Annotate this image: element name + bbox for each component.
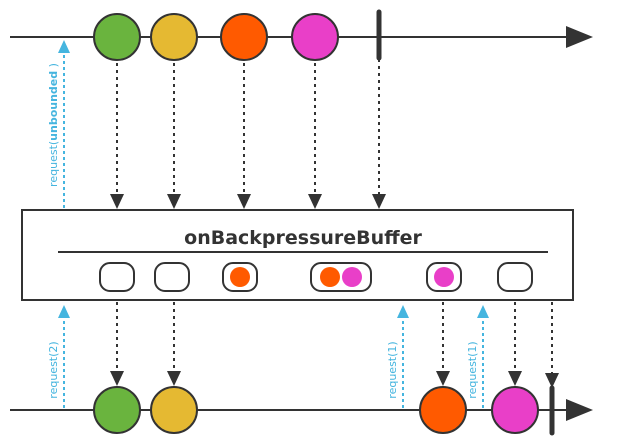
request-arrowhead-icon (58, 40, 70, 53)
operator-box: onBackpressureBuffer (21, 209, 574, 301)
operator-title: onBackpressureBuffer (184, 227, 422, 249)
upstream-complete-arrow (372, 59, 386, 209)
buffer-states (99, 262, 533, 292)
downstream-arrow-4 (508, 302, 522, 386)
upstream-arrow-3 (237, 63, 251, 209)
buffer-slot (99, 262, 135, 292)
arrowhead-icon (237, 194, 251, 209)
request-arrow-3: request(1) (386, 305, 409, 408)
upstream-timeline (10, 9, 593, 61)
downstream-yellow-item (150, 386, 198, 434)
request-arrow-2: request(2) (47, 305, 70, 408)
downstream-complete-arrow (545, 302, 559, 388)
request-arrowhead-icon (58, 305, 70, 318)
downstream-arrow-2 (167, 302, 181, 386)
arrowhead-icon (308, 194, 322, 209)
buffer-slot (497, 262, 533, 292)
arrowhead-icon (110, 371, 124, 386)
buffer-state-2 (154, 262, 190, 292)
downstream-orange-item (419, 386, 467, 434)
downstream-green-item (93, 386, 141, 434)
arrowhead-icon (508, 371, 522, 386)
buffer-state-6 (497, 262, 533, 292)
request-label: request(unbounded ) (47, 63, 60, 187)
buffer-state-4 (310, 262, 372, 292)
request-label: request(1) (466, 341, 479, 398)
downstream-arrow-3 (436, 302, 450, 386)
upstream-arrow-1 (110, 63, 124, 209)
request-arrows: request(unbounded ) request(2) request(1) r… (47, 40, 489, 408)
downstream-arrow-1 (110, 302, 124, 386)
downstream-timeline (10, 385, 593, 436)
upstream-magenta-item (291, 13, 339, 61)
buffer-state-1 (99, 262, 135, 292)
arrowhead-icon (167, 371, 181, 386)
arrowhead-icon (110, 194, 124, 209)
upstream-green-item (93, 13, 141, 61)
request-arrowhead-icon (477, 305, 489, 318)
request-label: request(1) (386, 341, 399, 398)
request-arrowhead-icon (397, 305, 409, 318)
arrowhead-icon (545, 373, 559, 388)
downstream-emission-arrows (110, 302, 559, 388)
upstream-yellow-item (150, 13, 198, 61)
upstream-emission-arrows (110, 59, 386, 209)
upstream-arrowhead-icon (566, 26, 593, 48)
buffer-state-5 (426, 262, 462, 292)
downstream-magenta-item (491, 386, 539, 434)
arrowhead-icon (167, 194, 181, 209)
buffered-orange-item (230, 267, 250, 287)
downstream-arrowhead-icon (566, 399, 593, 421)
arrowhead-icon (436, 371, 450, 386)
buffer-state-3 (222, 262, 258, 292)
request-arrow-4: request(1) (466, 305, 489, 408)
upstream-arrow-4 (308, 63, 322, 209)
buffered-magenta-item (434, 267, 454, 287)
request-arrow-1: request(unbounded ) (47, 40, 70, 208)
upstream-orange-item (220, 13, 268, 61)
arrowhead-icon (372, 194, 386, 209)
request-label: request(2) (47, 341, 60, 398)
buffered-orange-item (320, 267, 340, 287)
upstream-arrow-2 (167, 63, 181, 209)
buffered-magenta-item (342, 267, 362, 287)
buffer-slot (154, 262, 190, 292)
